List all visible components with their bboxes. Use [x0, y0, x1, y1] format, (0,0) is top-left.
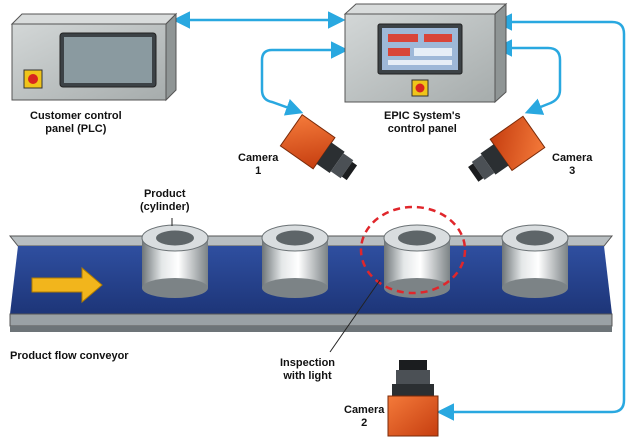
camera-3-icon — [468, 115, 546, 182]
epic-control-panel — [343, 2, 508, 104]
product-label: Product(cylinder) — [140, 188, 190, 213]
product-cylinder — [501, 224, 569, 298]
inspection-ring — [359, 205, 467, 295]
inspection-leader — [329, 279, 381, 353]
link-epic-camera1 — [260, 41, 349, 116]
customer-control-panel — [10, 12, 178, 102]
product-cylinder — [383, 224, 451, 298]
link-epic-camera2 — [436, 13, 626, 421]
camera-2-icon — [387, 360, 439, 437]
camera-1-icon — [279, 114, 358, 181]
product-cylinder — [141, 224, 209, 298]
arrow-right-icon — [31, 266, 103, 304]
conveyor-label: Product flow conveyor — [10, 350, 129, 362]
link-epic-camera3 — [494, 39, 562, 115]
product-cylinder — [261, 224, 329, 298]
connection-links — [172, 11, 626, 421]
